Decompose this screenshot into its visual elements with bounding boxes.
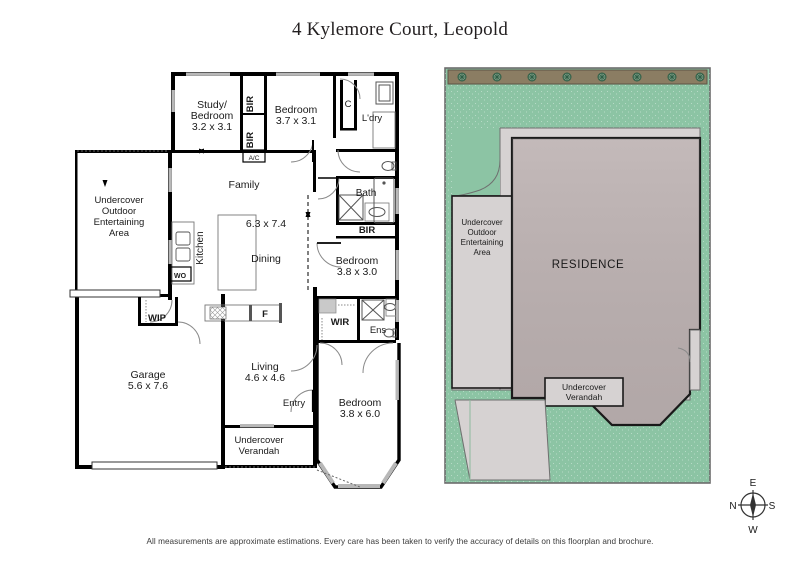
label-bedroom-3-dim: 3.8 x 3.0 [337, 266, 377, 278]
windows [69, 72, 399, 488]
wir-ensuite-zone [316, 296, 397, 343]
dashed-boundaries [77, 150, 361, 488]
label-bedroom-master-dim: 3.8 x 6.0 [340, 408, 380, 420]
label-entertaining-1: Undercover [94, 195, 143, 206]
siteplan-verandah [544, 377, 624, 407]
label-bedroom-master: Bedroom [339, 397, 382, 409]
label-cupboard: C [345, 99, 352, 110]
label-wall-oven: WO [174, 273, 187, 280]
upper-bedroom-partitions [240, 76, 399, 163]
door-swings [149, 78, 394, 413]
label-ensuite: Ens [370, 325, 387, 336]
label-family-dim: 6.3 x 7.4 [246, 218, 286, 230]
room-labels: Study/ Bedroom 3.2 x 3.1 Bedroom 3.7 x 3… [94, 96, 387, 457]
label-family: Family [229, 179, 261, 191]
page-title: 4 Kylemore Court, Leopold [291, 19, 509, 40]
label-living-dim: 4.6 x 4.6 [245, 372, 285, 384]
shrub-icons [457, 72, 705, 82]
garden-bed [447, 69, 708, 85]
site-label-ent-1: Undercover [461, 218, 503, 227]
compass-rose: E S W N [729, 478, 775, 536]
label-garage-dim: 5.6 x 7.6 [128, 380, 168, 392]
label-study-bedroom-1: Study/ [197, 99, 227, 111]
label-entertaining-4: Area [109, 228, 130, 239]
driveway [454, 399, 551, 481]
label-entry: Entry [283, 398, 305, 409]
site-label-ver-2: Verandah [566, 392, 603, 402]
kitchen-joinery [138, 214, 282, 343]
siteplan-group: RESIDENCE Undercover Outdoor Entertainin… [444, 67, 711, 484]
site-label-ver-1: Undercover [562, 382, 606, 392]
dimension-arrows [102, 148, 311, 290]
site-label-ent-4: Area [474, 248, 491, 257]
compass-label-west: W [748, 525, 758, 536]
label-bir-1: BIR [245, 96, 256, 113]
label-residence: RESIDENCE [552, 259, 625, 271]
label-bedroom-2-dim: 3.7 x 3.1 [276, 115, 316, 127]
label-living: Living [251, 361, 279, 373]
label-dining: Dining [251, 253, 281, 265]
label-fridge: F [262, 309, 268, 320]
label-laundry: L'dry [362, 113, 383, 124]
label-entertaining-3: Entertaining [94, 217, 145, 228]
disclaimer-footer: All measurements are approximate estimat… [146, 537, 654, 546]
label-garage: Garage [130, 369, 165, 381]
label-study-bedroom-2: Bedroom [191, 110, 234, 122]
compass-label-north: N [729, 501, 736, 512]
label-bath: Bath [356, 188, 377, 199]
label-entertaining-2: Outdoor [102, 206, 136, 217]
label-verandah-1: Undercover [234, 435, 283, 446]
siteplan-labels: RESIDENCE Undercover Outdoor Entertainin… [461, 218, 625, 402]
label-bir-2: BIR [245, 132, 256, 149]
bath-zone [336, 161, 397, 239]
site-label-ent-2: Outdoor [468, 228, 497, 237]
label-wip: WIP [148, 313, 167, 324]
label-bedroom-2: Bedroom [275, 104, 318, 116]
label-bir-bath: BIR [359, 225, 376, 236]
site-label-ent-3: Entertaining [461, 238, 504, 247]
floorplan-group: Study/ Bedroom 3.2 x 3.1 Bedroom 3.7 x 3… [69, 72, 401, 489]
label-wir: WIR [331, 317, 350, 328]
label-bedroom-3: Bedroom [336, 255, 379, 267]
label-verandah-2: Verandah [239, 446, 280, 457]
label-kitchen: Kitchen [195, 231, 206, 264]
compass-label-south: S [769, 501, 776, 512]
label-air-conditioner: A/C [249, 155, 260, 162]
label-study-bedroom-dim: 3.2 x 3.1 [192, 121, 232, 133]
compass-label-east: E [750, 478, 757, 489]
